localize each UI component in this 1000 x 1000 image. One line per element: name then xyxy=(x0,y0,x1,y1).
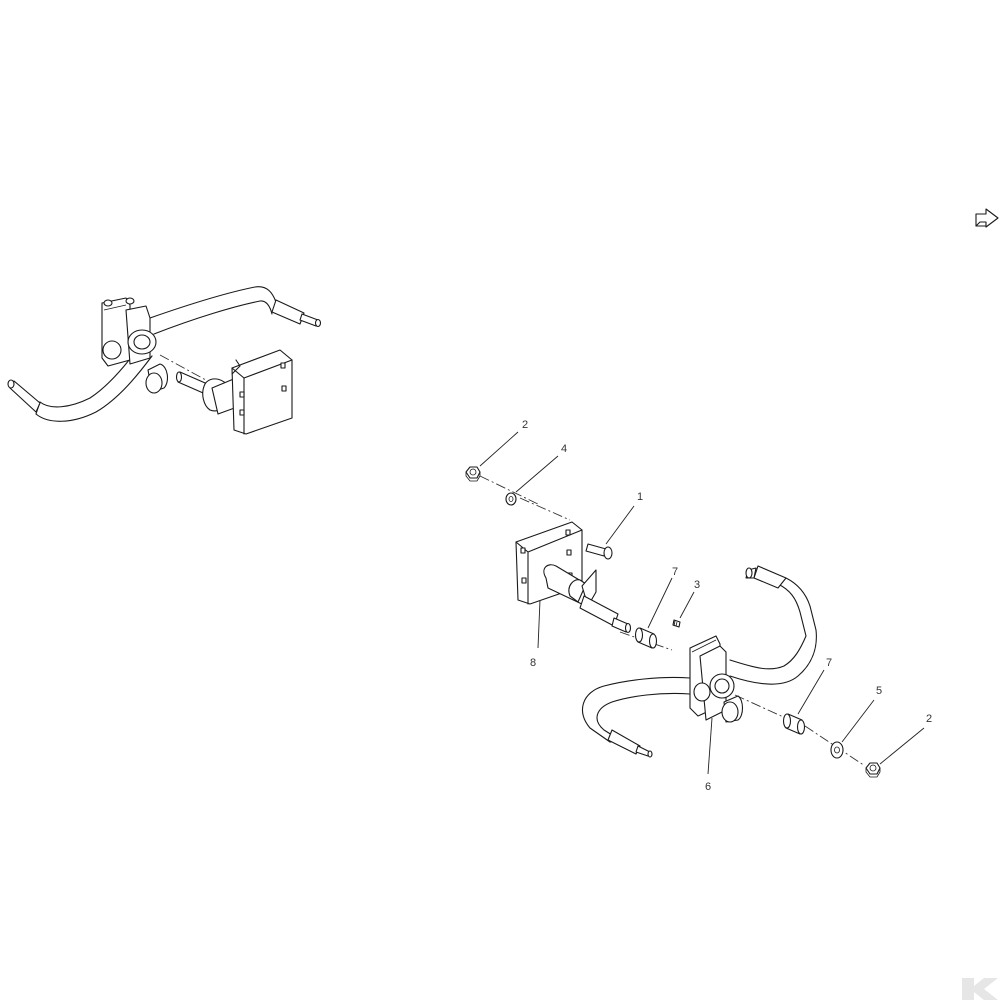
leader-3 xyxy=(679,591,695,619)
part-plate-8 xyxy=(515,521,632,634)
leader-7b xyxy=(797,669,825,715)
part-bracket-6 xyxy=(581,565,817,758)
callout-2: 2 xyxy=(522,419,528,431)
leader-5 xyxy=(841,699,875,743)
leader-7a xyxy=(647,577,673,629)
leader-1 xyxy=(605,505,635,545)
part-washer-4 xyxy=(505,492,517,506)
leader-2a xyxy=(479,431,519,467)
exploded-assembly: 2 4 1 3 7 8 6 7 5 2 xyxy=(465,419,932,793)
arrow-icon xyxy=(975,208,999,228)
callout-4: 4 xyxy=(561,443,567,455)
callout-7: 7 xyxy=(826,657,832,669)
callout-5: 5 xyxy=(876,685,882,697)
overview-assembly xyxy=(7,286,322,435)
callout-2: 2 xyxy=(926,713,932,725)
part-bushing-7a xyxy=(634,627,658,649)
callout-8: 8 xyxy=(530,657,536,669)
brand-logo xyxy=(962,978,998,1000)
part-bushing-7b xyxy=(782,713,806,735)
callout-7: 7 xyxy=(672,566,678,578)
part-bolt-1 xyxy=(585,543,613,560)
part-washer-5 xyxy=(830,741,844,759)
callout-6: 6 xyxy=(705,781,711,793)
leader-2b xyxy=(879,727,925,765)
leader-8 xyxy=(537,599,541,649)
callout-3: 3 xyxy=(694,579,700,591)
part-nut-lower xyxy=(865,762,881,778)
callout-1: 1 xyxy=(637,491,643,503)
leader-6 xyxy=(707,717,713,775)
part-nipple-3 xyxy=(672,619,681,628)
leader-4 xyxy=(515,455,559,493)
part-nut-upper xyxy=(465,466,481,482)
